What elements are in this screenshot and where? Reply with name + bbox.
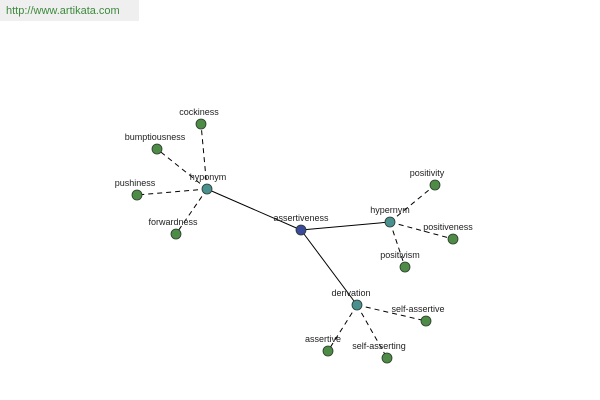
word-forwardness-label[interactable]: forwardness bbox=[148, 217, 198, 227]
word-positiveness-label[interactable]: positiveness bbox=[423, 222, 473, 232]
word-self-assertive-node[interactable] bbox=[420, 315, 432, 327]
word-positiveness-node[interactable] bbox=[447, 233, 459, 245]
word-bumptiousness-node[interactable] bbox=[151, 143, 163, 155]
word-assertive-label[interactable]: assertive bbox=[305, 334, 341, 344]
word-cockiness-node[interactable] bbox=[195, 118, 207, 130]
edge-hyponym-cockiness bbox=[200, 123, 208, 190]
edge-hyponym-forwardness bbox=[175, 188, 208, 235]
word-forwardness-node[interactable] bbox=[170, 228, 182, 240]
word-pushiness-node[interactable] bbox=[131, 189, 143, 201]
url-banner: http://www.artikata.com bbox=[0, 0, 139, 21]
word-assertive-node[interactable] bbox=[322, 345, 334, 357]
edge-hypernym bbox=[300, 221, 391, 231]
word-self-asserting-label[interactable]: self-asserting bbox=[352, 341, 406, 351]
url-link[interactable]: http://www.artikata.com bbox=[6, 4, 120, 17]
relation-hypernym-node[interactable] bbox=[384, 216, 396, 228]
word-cockiness-label[interactable]: cockiness bbox=[179, 107, 219, 117]
word-positivism-node[interactable] bbox=[399, 261, 411, 273]
word-bumptiousness-label[interactable]: bumptiousness bbox=[125, 132, 186, 142]
edge-derivation-self-asserting bbox=[356, 304, 388, 359]
edge-derivation bbox=[300, 229, 358, 306]
word-self-assertive-label[interactable]: self-assertive bbox=[391, 304, 444, 314]
word-positivity-label[interactable]: positivity bbox=[410, 168, 445, 178]
edge-hyponym-pushiness bbox=[136, 188, 208, 196]
edge-hypernym-positiveness bbox=[389, 221, 454, 240]
word-pushiness-label[interactable]: pushiness bbox=[115, 178, 156, 188]
edge-hyponym-bumptiousness bbox=[156, 148, 208, 190]
relation-hyponym-node[interactable] bbox=[201, 183, 213, 195]
edge-derivation-assertive bbox=[327, 304, 358, 352]
edge-derivation-self-assertive bbox=[356, 304, 427, 322]
edges-layer bbox=[136, 123, 454, 359]
relation-derivation-node[interactable] bbox=[351, 299, 363, 311]
word-positivism-label[interactable]: positivism bbox=[380, 250, 420, 260]
edge-hypernym-positivism bbox=[389, 221, 406, 268]
center-assertiveness-node[interactable] bbox=[295, 224, 307, 236]
edge-hypernym-positivity bbox=[389, 184, 436, 223]
center-assertiveness-label[interactable]: assertiveness bbox=[273, 213, 329, 223]
word-positivity-node[interactable] bbox=[429, 179, 441, 191]
nodes-layer bbox=[131, 118, 459, 364]
relation-derivation-label[interactable]: derivation bbox=[331, 288, 370, 298]
edge-hyponym bbox=[206, 188, 302, 231]
relation-hyponym-label[interactable]: hyponym bbox=[190, 172, 227, 182]
word-self-asserting-node[interactable] bbox=[381, 352, 393, 364]
relation-hypernym-label[interactable]: hypernym bbox=[370, 205, 410, 215]
labels-layer: assertiveness hyponym cockiness bumptiousne… bbox=[115, 107, 474, 351]
